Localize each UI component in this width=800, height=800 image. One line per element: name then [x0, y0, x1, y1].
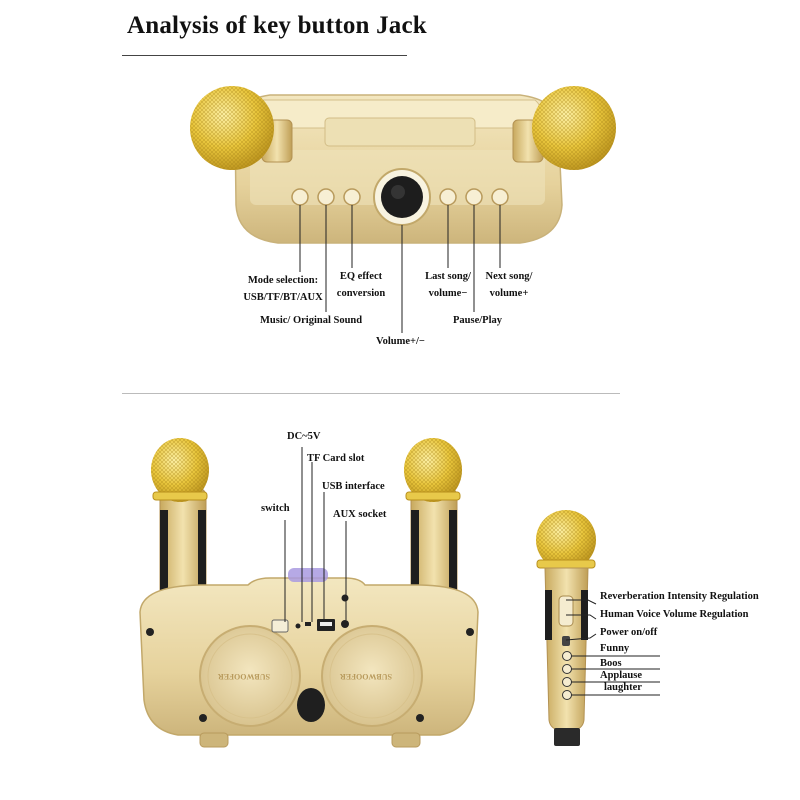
label-mode-selection: Mode selection: USB/TF/BT/AUX	[240, 272, 326, 306]
mode-values-text: USB/TF/BT/AUX	[243, 292, 323, 303]
top-buttons	[291, 168, 509, 226]
label-pause-play: Pause/Play	[453, 315, 502, 326]
label-applause: Applause	[600, 670, 643, 681]
label-laughter: laughter	[604, 682, 642, 693]
label-tf-card: TF Card slot	[307, 453, 365, 464]
eq-conversion-text: conversion	[336, 288, 386, 299]
label-next-song: Next song/ volume+	[478, 268, 540, 302]
top-leader-lines	[299, 205, 501, 333]
eq-effect-text: EQ effect	[339, 271, 383, 282]
speaker-back-view	[139, 438, 479, 748]
label-dc: DC~5V	[287, 431, 321, 442]
label-reverb: Reverberation Intensity Regulation	[600, 591, 759, 602]
page-title: Analysis of key button Jack	[127, 12, 427, 39]
label-funny: Funny	[600, 643, 630, 654]
mode-selection-text: Mode selection:	[247, 275, 319, 286]
subwoofer-right-text: SUBWOOFER	[340, 672, 393, 681]
back-leader-lines	[284, 447, 347, 622]
label-eq-effect: EQ effect conversion	[330, 268, 392, 302]
label-boos: Boos	[600, 658, 622, 669]
next-volume-text: volume+	[489, 288, 529, 299]
speaker-top-view	[190, 86, 616, 333]
label-human-voice: Human Voice Volume Regulation	[600, 609, 749, 620]
label-music-original: Music/ Original Sound	[260, 315, 363, 326]
section-divider	[122, 393, 620, 394]
label-switch: switch	[261, 503, 290, 514]
mic-leader-lines	[565, 599, 660, 696]
next-song-text: Next song/	[485, 271, 533, 282]
title-underline	[122, 55, 407, 56]
last-song-text: Last song/	[425, 271, 471, 282]
label-last-song: Last song/ volume−	[418, 268, 478, 302]
label-aux: AUX socket	[333, 509, 387, 520]
subwoofer-left-text: SUBWOOFER	[218, 672, 271, 681]
label-volume: Volume+/−	[376, 336, 425, 347]
label-power: Power on/off	[600, 627, 658, 638]
label-usb: USB interface	[322, 481, 385, 492]
last-volume-text: volume−	[428, 288, 468, 299]
microphone-view	[536, 510, 660, 746]
